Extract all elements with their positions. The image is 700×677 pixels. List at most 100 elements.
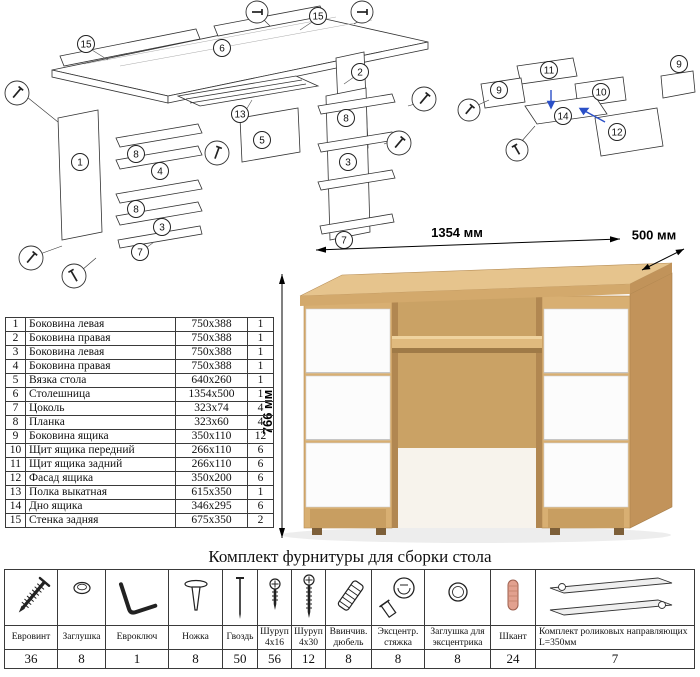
hw-icon-cell — [490, 569, 536, 626]
hw-icon-cell — [4, 569, 58, 626]
hw-qty-cell: 8 — [168, 649, 223, 669]
part-name: Боковина правая — [25, 331, 176, 346]
hw-icon-cell — [57, 569, 106, 626]
part-name: Боковина левая — [25, 317, 176, 332]
hw-qty-cell: 8 — [325, 649, 372, 669]
hex-key-icon — [118, 581, 158, 615]
svg-text:10: 10 — [595, 88, 607, 99]
hardware-title: Комплект фурнитуры для сборки стола — [208, 547, 492, 566]
part-name: Щит ящика задний — [25, 457, 176, 472]
hw-icon-cell — [535, 569, 695, 626]
drawer-fronts — [305, 308, 629, 508]
part-callout: 5 — [253, 131, 271, 149]
drawer-side-panel — [660, 70, 696, 99]
nail-icon — [236, 576, 244, 619]
part-qty: 6 — [247, 471, 274, 486]
part-callout: 9 — [490, 81, 508, 99]
hw-qty-cell: 8 — [424, 649, 491, 669]
exploded-view-drawer: 11 9 10 14 12 9 — [457, 55, 696, 162]
part-name: Боковина левая — [25, 345, 176, 360]
hw-qty-cell: 7 — [535, 649, 695, 669]
hw-qty-cell: 1 — [105, 649, 169, 669]
svg-text:7: 7 — [137, 248, 143, 259]
part-size: 675x350 — [175, 513, 248, 528]
part-number: 5 — [5, 373, 26, 388]
euro-screw-icon — [18, 576, 51, 613]
part-callout: 1 — [71, 153, 89, 171]
part-callouts: 11 9 10 14 12 9 — [490, 55, 688, 141]
part-number: 15 — [5, 513, 26, 528]
hw-name-cell: Ввинчив. дюбель — [325, 625, 372, 650]
tie-panel — [239, 107, 301, 163]
part-callout: 15 — [309, 7, 327, 25]
part-qty: 6 — [247, 457, 274, 472]
svg-text:11: 11 — [544, 66, 555, 77]
hardware-names-row: Евровинт Заглушка Евроключ Ножка Гвоздь … — [4, 625, 695, 650]
hw-icon-cell — [291, 569, 326, 626]
part-qty: 1 — [247, 359, 274, 374]
part-qty: 12 — [247, 429, 274, 444]
part-number: 3 — [5, 345, 26, 360]
screw-in-dowel-icon — [337, 579, 364, 611]
leg-foot-icon — [183, 579, 208, 611]
svg-text:3: 3 — [345, 158, 351, 169]
cam-cap-icon — [447, 581, 468, 602]
desk-shadow — [281, 527, 671, 543]
part-name: Боковина ящика — [25, 429, 176, 444]
part-callout: 9 — [670, 55, 688, 73]
svg-text:9: 9 — [676, 60, 682, 71]
hw-name-cell: Гвоздь — [222, 625, 258, 650]
hardware-icons-row — [4, 569, 695, 626]
hw-qty-cell: 50 — [222, 649, 258, 669]
part-size: 750x388 — [175, 331, 248, 346]
hw-name-cell: Заглушка — [57, 625, 106, 650]
desk-depth-label: 500 мм — [632, 228, 677, 243]
part-callout: 3 — [339, 153, 357, 171]
part-number: 8 — [5, 415, 26, 430]
part-qty: 1 — [247, 317, 274, 332]
hardware-qty-row: 36 8 1 8 50 56 12 8 8 8 24 7 — [4, 649, 695, 669]
part-size: 323x60 — [175, 415, 248, 430]
hw-name-cell: Заглушка для эксцентрика — [424, 625, 491, 650]
part-name: Планка — [25, 415, 176, 430]
hw-qty-cell: 24 — [490, 649, 536, 669]
part-size: 323x74 — [175, 401, 248, 416]
hw-icon-cell — [222, 569, 258, 626]
part-callout: 15 — [77, 35, 95, 53]
part-size: 346x295 — [175, 499, 248, 514]
exploded-view-main: 15 15 6 2 1 8 4 8 3 13 5 7 8 3 7 — [4, 0, 437, 289]
part-qty: 1 — [247, 331, 274, 346]
desk-feet — [312, 528, 624, 535]
part-callout: 8 — [127, 200, 145, 218]
screw-glyph — [12, 9, 431, 282]
svg-text:7: 7 — [341, 236, 347, 247]
svg-text:2: 2 — [357, 68, 363, 79]
part-number: 1 — [5, 317, 26, 332]
part-name: Щит ящика передний — [25, 443, 176, 458]
cam-lock-icon — [379, 576, 415, 618]
part-qty: 4 — [247, 415, 274, 430]
hw-icon-cell — [371, 569, 425, 626]
part-callout: 6 — [213, 39, 231, 57]
part-size: 750x388 — [175, 317, 248, 332]
svg-text:13: 13 — [234, 110, 246, 121]
part-number: 7 — [5, 401, 26, 416]
part-callout: 4 — [151, 162, 169, 180]
assembly-arrow — [546, 90, 606, 123]
hw-icon-cell — [168, 569, 223, 626]
hw-icon-cell — [257, 569, 292, 626]
part-name: Цоколь — [25, 401, 176, 416]
part-size: 615x350 — [175, 485, 248, 500]
part-number: 13 — [5, 485, 26, 500]
